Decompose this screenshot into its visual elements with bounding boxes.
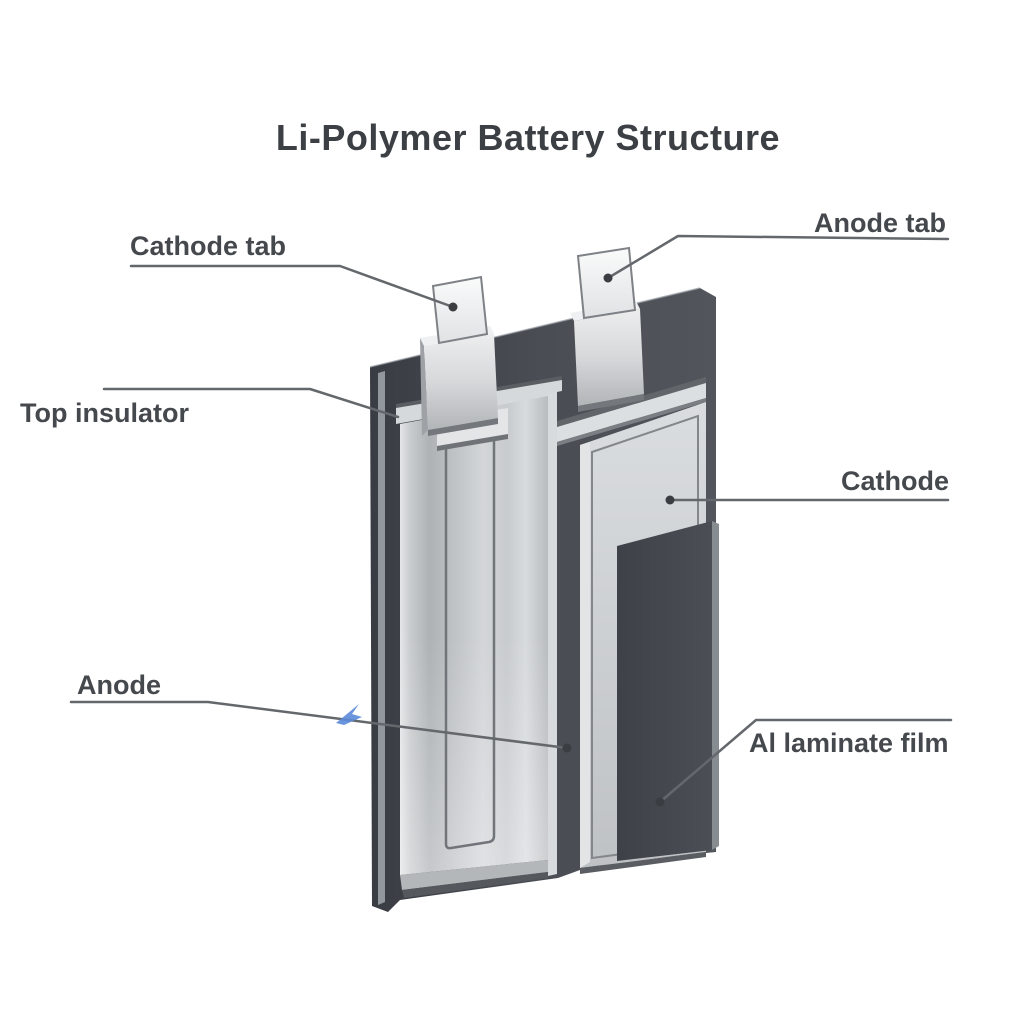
cathode-seal-thin-line bbox=[557, 398, 706, 446]
anode-layer-panel-sheen bbox=[400, 396, 548, 875]
al-laminate-leader bbox=[658, 718, 953, 804]
top-insulator-leader bbox=[102, 387, 400, 419]
cathode-tab-base-shadow bbox=[428, 418, 498, 436]
cathode-tab-base-left bbox=[420, 338, 428, 436]
separator-light-strip bbox=[548, 392, 557, 876]
cathode-tab-protrusion-edge bbox=[437, 434, 508, 451]
anode-panel-bottom-edge bbox=[402, 872, 548, 898]
anode-panel-bottom-face bbox=[400, 860, 548, 890]
leader-lines bbox=[69, 234, 953, 807]
battery-illustration bbox=[369, 246, 719, 912]
part-labels: Cathode tab Anode tab Top insulator Cath… bbox=[20, 208, 949, 758]
label-anode: Anode bbox=[77, 670, 161, 700]
pouch-spine-highlight bbox=[378, 371, 385, 905]
al-laminate-leader-dot bbox=[655, 797, 665, 807]
label-cathode-tab: Cathode tab bbox=[130, 231, 286, 261]
cathode-tab-foil bbox=[431, 275, 489, 345]
label-top-insulator: Top insulator bbox=[20, 398, 189, 428]
separator-gap bbox=[557, 387, 580, 874]
anode-leader-dot bbox=[562, 743, 572, 753]
cathode-leader-dot bbox=[665, 495, 675, 505]
label-anode-tab: Anode tab bbox=[814, 208, 946, 238]
anode-tab-foil bbox=[576, 246, 637, 320]
label-cathode: Cathode bbox=[841, 466, 949, 496]
anode-window-outline bbox=[444, 425, 496, 850]
anode-tab-base-shadow bbox=[578, 394, 644, 412]
anode-tab-assembly bbox=[570, 246, 644, 412]
cathode-tab-base bbox=[424, 334, 498, 430]
cathode-seal-strip bbox=[557, 383, 706, 442]
anode-leader bbox=[69, 700, 569, 750]
al-laminate-right-edge bbox=[712, 521, 719, 850]
cathode-tab-assembly bbox=[420, 275, 508, 451]
anode-tab-base bbox=[574, 309, 644, 406]
cathode-panel-bottom-edge bbox=[580, 852, 706, 874]
al-laminate-panel bbox=[617, 521, 712, 861]
cathode-tab-leader bbox=[129, 264, 455, 309]
page-title: Li-Polymer Battery Structure bbox=[276, 117, 780, 158]
cursor-icon bbox=[336, 704, 362, 725]
cathode-tab-leader-dot bbox=[448, 302, 458, 312]
anode-tab-leader-dot bbox=[603, 273, 613, 283]
anode-tab-leader bbox=[606, 234, 950, 280]
label-al-laminate-film: Al laminate film bbox=[749, 728, 949, 758]
cathode-panel-left-highlight bbox=[580, 442, 590, 868]
